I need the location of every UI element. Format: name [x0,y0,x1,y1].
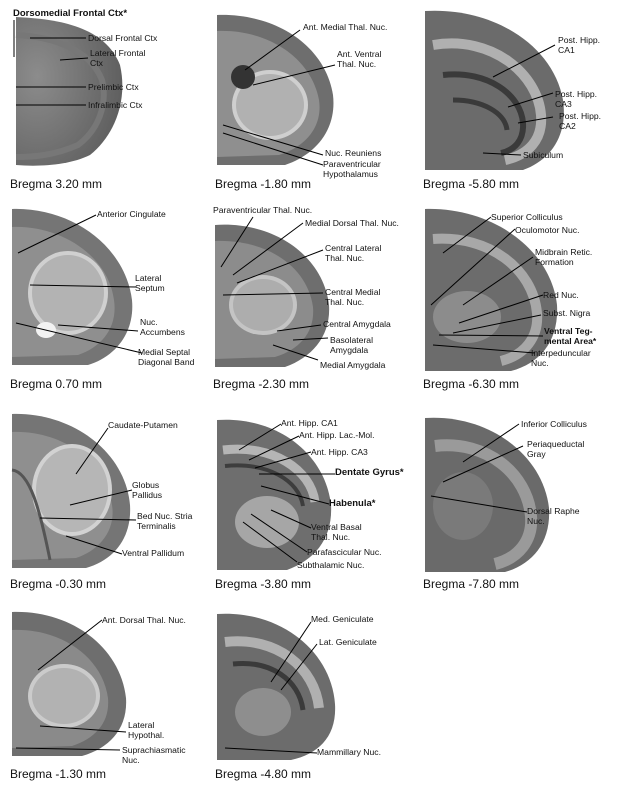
bregma-caption: Bregma -6.30 mm [423,377,519,391]
bregma-caption: Bregma -1.80 mm [215,177,311,191]
label-dorsal-raphe-nuc: Dorsal Raphe Nuc. [527,506,580,526]
label-nuc-accumbens: Nuc. Accumbens [140,317,185,337]
label-midbrain-retic-formation: Midbrain Retic. Formation [535,247,592,267]
panel-bregma-minus-7-80: Inferior Colliculus Periaqueductal Gray … [423,410,617,595]
label-globus-pallidus: Globus Pallidus [132,480,162,500]
brain-slice-image [213,205,423,375]
panel-bregma-minus-1-80: Ant. Medial Thal. Nuc. Ant. Ventral Thal… [215,5,420,195]
label-medial-septal-diagonal-band: Medial Septal Diagonal Band [138,347,194,367]
label-post-hipp-ca1: Post. Hipp. CA1 [558,35,600,55]
panel-bregma-0-70: Anterior Cingulate Lateral Septum Nuc. A… [10,205,210,395]
label-periaqueductal-gray: Periaqueductal Gray [527,439,584,459]
label-inferior-colliculus: Inferior Colliculus [521,419,587,429]
label-ant-dorsal-thal-nuc: Ant. Dorsal Thal. Nuc. [102,615,186,625]
panel-bregma-minus-2-30: Paraventricular Thal. Nuc. Medial Dorsal… [213,205,423,395]
label-nuc-reuniens: Nuc. Reuniens [325,148,381,158]
label-ant-medial-thal-nuc: Ant. Medial Thal. Nuc. [303,22,387,32]
label-interpeduncular-nuc: Interpeduncular Nuc. [531,348,591,368]
label-ant-hipp-ca1: Ant. Hipp. CA1 [281,418,338,428]
brain-slice-image [10,608,210,765]
bregma-caption: Bregma -1.30 mm [10,767,106,781]
label-caudate-putamen: Caudate-Putamen [108,420,178,430]
label-anterior-cingulate: Anterior Cingulate [97,209,166,219]
brain-slice-image [215,608,423,765]
label-lateral-septum: Lateral Septum [135,273,165,293]
panel-bregma-minus-4-80: Med. Geniculate Lat. Geniculate Mammilla… [215,608,423,785]
label-ant-hipp-lac-mol: Ant. Hipp. Lac.-Mol. [299,430,374,440]
bregma-caption: Bregma -0.30 mm [10,577,106,591]
label-parafascicular-nuc: Parafascicular Nuc. [307,547,382,557]
label-suprachiasmatic-nuc: Suprachiasmatic Nuc. [122,745,186,765]
label-post-hipp-ca2: Post. Hipp. CA2 [559,111,601,131]
bregma-caption: Bregma 3.20 mm [10,177,102,191]
label-dorsal-frontal-ctx: Dorsal Frontal Ctx [88,33,157,43]
label-subthalamic-nuc: Subthalamic Nuc. [297,560,364,570]
bregma-caption: Bregma 0.70 mm [10,377,102,391]
label-med-geniculate: Med. Geniculate [311,614,374,624]
label-superior-colliculus: Superior Colliculus [491,212,563,222]
label-central-lateral-thal-nuc: Central Lateral Thal. Nuc. [325,243,381,263]
label-oculomotor-nuc: Oculomotor Nuc. [515,225,579,235]
label-lat-geniculate: Lat. Geniculate [319,637,377,647]
label-ant-hipp-ca3: Ant. Hipp. CA3 [311,447,368,457]
label-red-nuc: Red Nuc. [543,290,579,300]
label-basolateral-amygdala: Basolateral Amygdala [330,335,373,355]
label-medial-dorsal-thal-nuc: Medial Dorsal Thal. Nuc. [305,218,399,228]
label-central-amygdala: Central Amygdala [323,319,391,329]
label-paraventricular-hypothalamus: Paraventricular Hypothalamus [323,159,381,179]
label-habenula: Habenula* [329,499,375,509]
label-infralimbic-ctx: Infralimbic Ctx [88,100,142,110]
label-ant-ventral-thal-nuc: Ant. Ventral Thal. Nuc. [337,49,381,69]
label-subst-nigra: Subst. Nigra [543,308,590,318]
label-ventral-tegmental-area: Ventral Teg- mental Area* [544,326,596,346]
bregma-caption: Bregma -5.80 mm [423,177,519,191]
label-ventral-basal-thal-nuc: Ventral Basal Thal. Nuc. [311,522,362,542]
label-dorsomedial-frontal-ctx: Dorsomedial Frontal Ctx* [13,9,127,19]
panel-bregma-minus-5-80: Post. Hipp. CA1 Post. Hipp. CA3 Post. Hi… [423,5,617,195]
bregma-caption: Bregma -7.80 mm [423,577,519,591]
label-lateral-frontal-ctx: Lateral Frontal Ctx [90,48,145,68]
label-subiculum: Subiculum [523,150,563,160]
label-ventral-pallidum: Ventral Pallidum [122,548,184,558]
panel-bregma-minus-0-30: Caudate-Putamen Globus Pallidus Bed Nuc.… [10,410,210,595]
label-bed-nuc-stria-terminalis: Bed Nuc. Stria Terminalis [137,511,192,531]
bregma-caption: Bregma -4.80 mm [215,767,311,781]
panel-bregma-minus-3-80: Ant. Hipp. CA1 Ant. Hipp. Lac.-Mol. Ant.… [215,410,423,595]
label-prelimbic-ctx: Prelimbic Ctx [88,82,139,92]
brain-slice-image [423,410,617,575]
label-central-medial-thal-nuc: Central Medial Thal. Nuc. [325,287,380,307]
panel-bregma-minus-1-30: Ant. Dorsal Thal. Nuc. Lateral Hypothal.… [10,608,210,785]
label-medial-amygdala: Medial Amygdala [320,360,385,370]
label-post-hipp-ca3: Post. Hipp. CA3 [555,89,597,109]
label-mammillary-nuc: Mammillary Nuc. [317,747,381,757]
panel-bregma-3-20: Dorsomedial Frontal Ctx* Dorsal Frontal … [10,5,205,195]
bregma-caption: Bregma -3.80 mm [215,577,311,591]
label-lateral-hypothal: Lateral Hypothal. [128,720,164,740]
bregma-caption: Bregma -2.30 mm [213,377,309,391]
label-paraventricular-thal-nuc: Paraventricular Thal. Nuc. [213,205,312,215]
panel-bregma-minus-6-30: Superior Colliculus Oculomotor Nuc. Midb… [423,205,617,395]
label-dentate-gyrus: Dentate Gyrus* [335,468,404,478]
